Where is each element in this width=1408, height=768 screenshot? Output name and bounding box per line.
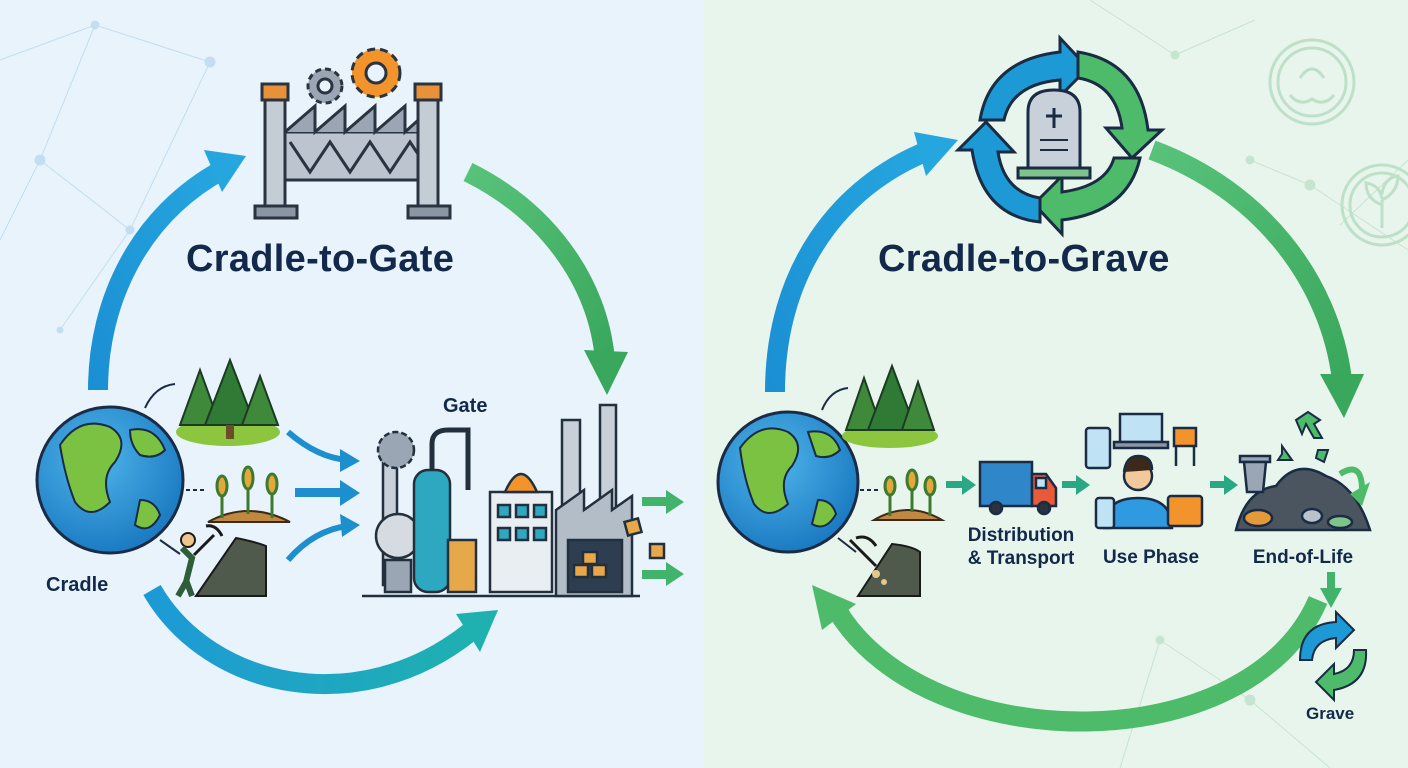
- cycle-arrow-green-down-right: [1148, 140, 1364, 418]
- grave-cycle-icon: [1298, 609, 1368, 703]
- mining-icon-right: [848, 535, 921, 597]
- trash-bin-icon: [1238, 454, 1272, 494]
- crops-icon: [207, 465, 291, 523]
- truck-icon: [978, 460, 1058, 516]
- connector-lines-right: [821, 387, 880, 553]
- input-arrows: [285, 429, 360, 562]
- factory-icon: [362, 403, 666, 598]
- label-grave: Grave: [1306, 704, 1355, 723]
- sprout-icon: [1340, 163, 1408, 247]
- network-decoration-left: [0, 20, 216, 334]
- forest-icon-right: [842, 363, 938, 448]
- connector-lines-left: [144, 383, 206, 555]
- label-cradle: Cradle: [46, 574, 109, 596]
- small-cycle-arrow-icon: [1338, 466, 1370, 506]
- globe-icon-right: [716, 410, 860, 554]
- gear-icon: [306, 47, 402, 105]
- network-decoration-right: [1089, 0, 1408, 768]
- cycle-arrow-bottom: [143, 584, 498, 694]
- output-arrows: [642, 490, 684, 586]
- user-devices-icon: [1084, 412, 1204, 530]
- factory-gate-icon: [253, 82, 452, 220]
- globe-icon: [35, 405, 185, 555]
- cycle-arrow-green-down: [463, 163, 628, 395]
- label-end-of-life: End-of-Life: [1252, 547, 1354, 568]
- forest-icon: [176, 357, 280, 446]
- stage-arrows: [946, 475, 1342, 608]
- recycle-icon: [1276, 410, 1330, 464]
- gravestone-icon: [1016, 88, 1092, 180]
- miner-icon: [175, 524, 267, 598]
- label-gate: Gate: [443, 395, 488, 417]
- label-use-phase: Use Phase: [1102, 547, 1200, 568]
- recycle-cycle-icon: [954, 34, 1166, 238]
- label-distribution-transport: Distribution & Transport: [967, 525, 1075, 569]
- cycle-arrow-blue-up: [88, 150, 246, 391]
- cycle-arrow-blue-up-right: [765, 132, 958, 393]
- waste-heap-icon: [1234, 467, 1372, 532]
- cycle-arrow-bottom-right: [812, 585, 1328, 732]
- title-cradle-to-gate: Cradle-to-Gate: [186, 238, 455, 280]
- title-cradle-to-grave: Cradle-to-Grave: [878, 238, 1170, 280]
- eco-hands-icon: [1268, 38, 1356, 126]
- crops-icon-right: [870, 468, 946, 521]
